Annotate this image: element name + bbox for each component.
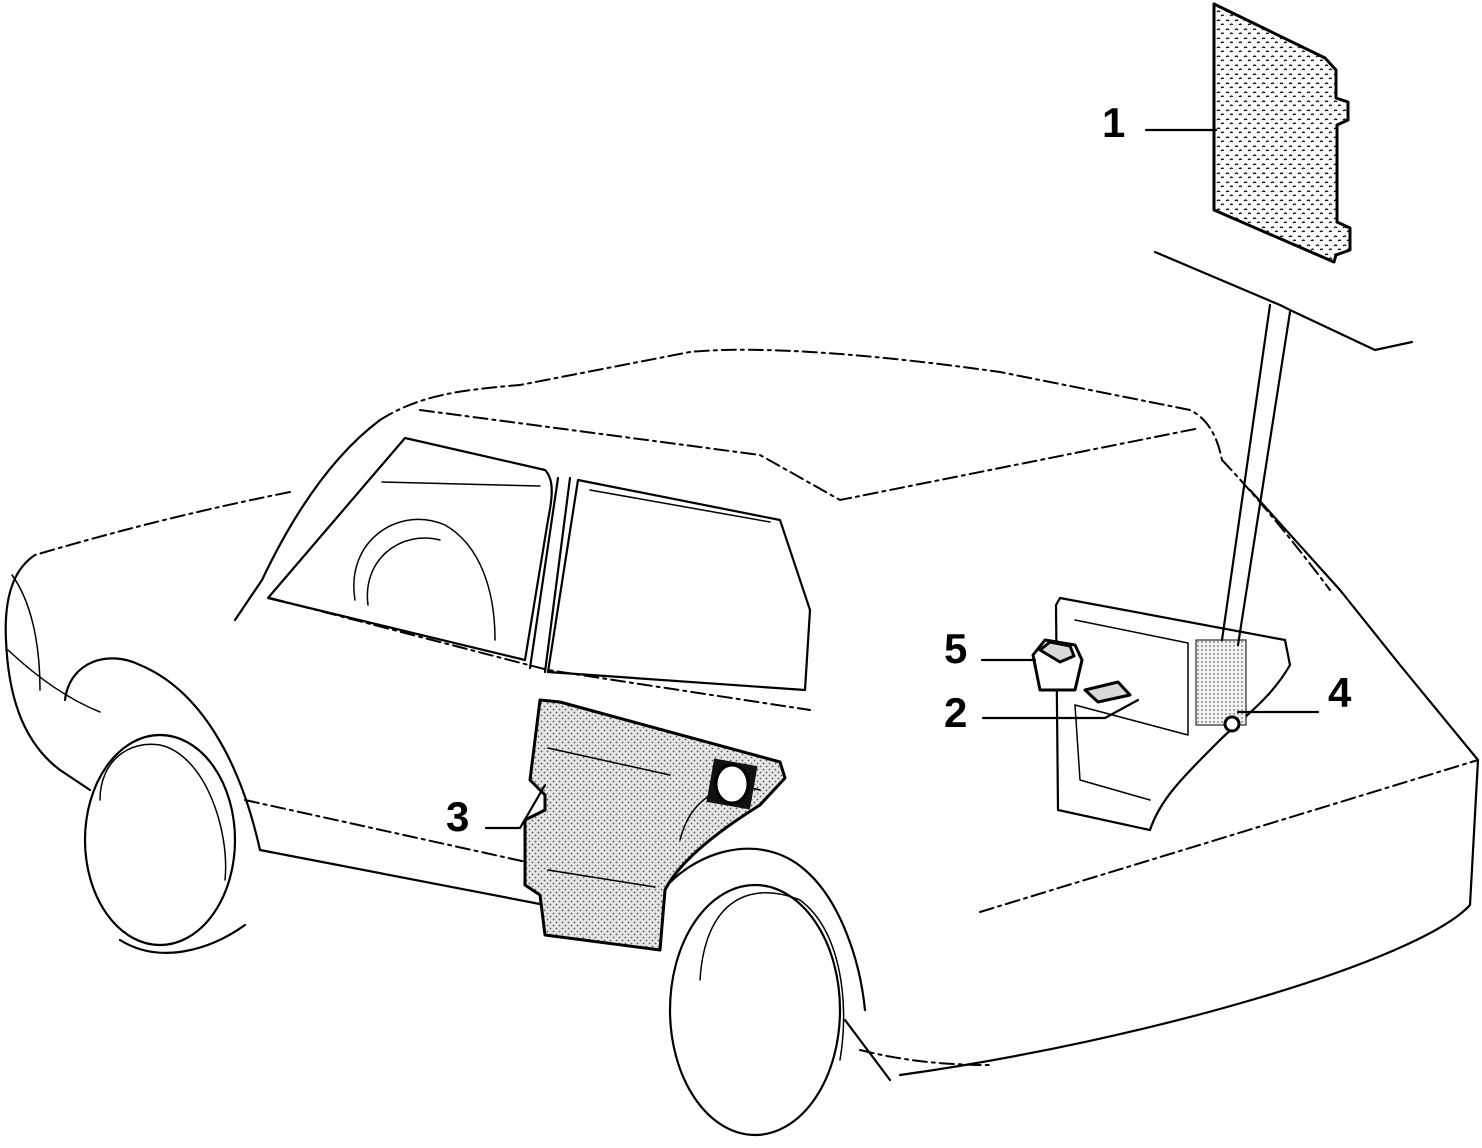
headlight bbox=[11, 574, 41, 691]
trim-panel-crease-top bbox=[547, 747, 671, 776]
trim-panel-body bbox=[523, 698, 787, 952]
front-wheel-arch bbox=[63, 657, 262, 852]
roof-rear-edge bbox=[419, 409, 1201, 502]
hood-line bbox=[34, 491, 291, 556]
leader-lines bbox=[484, 128, 1320, 830]
lamp-housing bbox=[1083, 680, 1132, 704]
callout-1: 1 bbox=[1102, 99, 1125, 146]
steering-wheel bbox=[353, 518, 496, 641]
rear-wheel bbox=[668, 883, 842, 1137]
steering-wheel-inner bbox=[366, 537, 441, 606]
body-beltline bbox=[269, 597, 811, 711]
callout-2: 2 bbox=[944, 689, 967, 736]
callout-4: 4 bbox=[1328, 669, 1352, 716]
rear-wheel-rim bbox=[699, 892, 845, 1061]
rear-window bbox=[546, 478, 812, 692]
projection-line-left bbox=[1220, 303, 1272, 642]
roof-outline bbox=[379, 348, 1223, 461]
rear-window-inner bbox=[589, 489, 771, 523]
callout-3: 3 bbox=[446, 793, 469, 840]
front-window-inner bbox=[381, 481, 541, 487]
front-wheel-rim bbox=[99, 743, 227, 881]
opening-inner bbox=[1074, 619, 1189, 736]
callout-labels: 1 2 3 4 5 bbox=[446, 99, 1352, 840]
screw bbox=[1223, 715, 1241, 733]
rear-compartment-opening bbox=[1031, 596, 1292, 832]
rear-pillar bbox=[1248, 488, 1480, 762]
rear-lower bbox=[859, 1049, 991, 1066]
projection-line-right bbox=[1236, 310, 1292, 647]
rear-bumper bbox=[898, 758, 1480, 1077]
rear-quarter-line bbox=[1221, 459, 1331, 591]
trunk-edge bbox=[979, 759, 1479, 913]
trim-panel-crease-bottom bbox=[547, 869, 656, 888]
grille bbox=[1212, 2, 1352, 264]
side-trim-panel bbox=[523, 698, 787, 952]
lamp-lens-area bbox=[1195, 639, 1247, 726]
door-lower bbox=[244, 799, 541, 866]
front-nose bbox=[4, 553, 92, 792]
trim-panel-vent-ring bbox=[714, 763, 750, 805]
grille-plate bbox=[1212, 2, 1352, 264]
b-pillar-2 bbox=[543, 476, 572, 674]
rear-body-edge bbox=[843, 1018, 892, 1082]
front-window bbox=[266, 436, 553, 662]
front-bumper bbox=[7, 649, 101, 713]
rocker-panel bbox=[258, 848, 547, 907]
projection-bracket bbox=[1153, 250, 1414, 352]
leader-2 bbox=[981, 698, 1140, 720]
clip-socket bbox=[1031, 638, 1084, 692]
rear-wheel-arch bbox=[653, 847, 867, 1012]
callout-5: 5 bbox=[944, 625, 967, 672]
front-tyre-bottom bbox=[118, 923, 247, 954]
a-pillar bbox=[233, 418, 382, 622]
car-body bbox=[4, 348, 1480, 1137]
leader-3 bbox=[484, 783, 547, 830]
front-wheel bbox=[83, 733, 237, 947]
opening-frame bbox=[1054, 596, 1292, 832]
b-pillar bbox=[528, 476, 560, 670]
projection-lines bbox=[1153, 250, 1414, 647]
opening-inner-2 bbox=[1074, 704, 1151, 801]
